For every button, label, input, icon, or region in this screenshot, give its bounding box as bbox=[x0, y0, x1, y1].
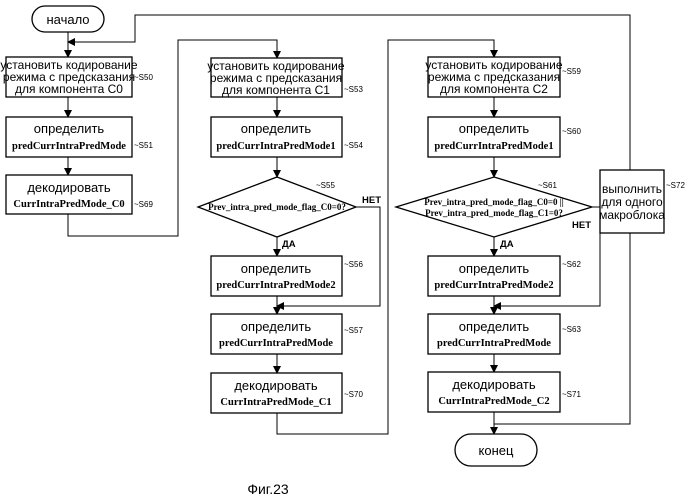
decision-s55-no: НЕТ bbox=[362, 195, 381, 206]
decision-s61-yes: ДА bbox=[500, 239, 514, 250]
start-label: начало bbox=[46, 12, 89, 27]
step-s57-line1: определить bbox=[241, 319, 312, 334]
end-label: конец bbox=[479, 443, 514, 458]
step-s72-id: ~S72 bbox=[666, 181, 685, 190]
step-s57-line2: predCurrIntraPredMode bbox=[219, 338, 333, 349]
step-s60-line1: определить bbox=[459, 121, 530, 136]
step-s69-line2: CurrIntraPredMode_C0 bbox=[13, 199, 124, 210]
step-s54-line1: определить bbox=[241, 121, 312, 136]
decision-s61-text-line2: Prev_intra_pred_mode_flag_C1=0? bbox=[425, 208, 563, 218]
step-s71: декодировать CurrIntraPredMode_C2 ~S71 bbox=[428, 372, 581, 412]
step-s70-line1: декодировать bbox=[234, 378, 318, 393]
step-s57-id: ~S57 bbox=[344, 326, 363, 335]
step-s53-line3: для компонента C1 bbox=[222, 83, 330, 97]
step-s71-line1: декодировать bbox=[452, 377, 536, 392]
step-s50-id: ~S50 bbox=[134, 73, 153, 82]
step-s50-line3: для компонента C0 bbox=[15, 82, 123, 96]
step-s69: декодировать CurrIntraPredMode_C0 ~S69 bbox=[6, 175, 153, 214]
decision-s55: Prev_intra_pred_mode_flag_C0=0? ~S55 НЕТ… bbox=[198, 177, 381, 250]
step-s60: определить predCurrIntraPredMode1 ~S60 bbox=[428, 117, 581, 157]
step-s60-line2: predCurrIntraPredMode1 bbox=[434, 141, 553, 152]
step-s71-line2: CurrIntraPredMode_C2 bbox=[438, 396, 549, 407]
step-s53-id: ~S53 bbox=[344, 85, 363, 94]
step-s54-line2: predCurrIntraPredMode1 bbox=[216, 141, 335, 152]
step-s59-line3: для компонента C2 bbox=[440, 82, 548, 96]
step-s63-id: ~S63 bbox=[562, 325, 581, 334]
decision-s61-no: НЕТ bbox=[572, 220, 591, 231]
end-terminal: конец bbox=[455, 434, 537, 466]
step-s62-line1: определить bbox=[459, 261, 530, 276]
step-s63: определить predCurrIntraPredMode ~S63 bbox=[428, 314, 581, 354]
step-s69-id: ~S69 bbox=[134, 200, 153, 209]
step-s57: определить predCurrIntraPredMode ~S57 bbox=[211, 314, 363, 354]
decision-s55-yes: ДА bbox=[282, 239, 296, 250]
step-s63-line1: определить bbox=[459, 319, 530, 334]
step-s62-line2: predCurrIntraPredMode2 bbox=[434, 280, 553, 291]
step-s54: определить predCurrIntraPredMode1 ~S54 bbox=[211, 117, 363, 157]
start-terminal: начало bbox=[32, 6, 104, 32]
step-s69-line1: декодировать bbox=[27, 180, 111, 195]
figure-caption: Фиг.23 bbox=[247, 481, 289, 497]
decision-s55-id: ~S55 bbox=[316, 181, 335, 190]
step-s72-line1: выполнить bbox=[602, 182, 662, 196]
step-s59-id: ~S59 bbox=[562, 67, 581, 76]
step-s70: декодировать CurrIntraPredMode_C1 ~S70 bbox=[211, 373, 363, 413]
step-s60-id: ~S60 bbox=[562, 127, 581, 136]
step-s51-line1: определить bbox=[34, 121, 105, 136]
step-s59: установить кодирование режима с предсказ… bbox=[425, 57, 581, 97]
step-s54-id: ~S54 bbox=[344, 141, 363, 150]
step-s50: установить кодирование режима с предсказ… bbox=[0, 57, 153, 97]
step-s53: установить кодирование режима с предсказ… bbox=[207, 58, 363, 97]
step-s51-line2: predCurrIntraPredMode bbox=[12, 141, 126, 152]
step-s70-line2: CurrIntraPredMode_C1 bbox=[220, 397, 331, 408]
step-s70-id: ~S70 bbox=[344, 390, 363, 399]
decision-s55-text: Prev_intra_pred_mode_flag_C0=0? bbox=[208, 202, 346, 212]
step-s62: определить predCurrIntraPredMode2 ~S62 bbox=[428, 256, 581, 296]
step-s51: определить predCurrIntraPredMode ~S51 bbox=[6, 117, 153, 157]
step-s56-line2: predCurrIntraPredMode2 bbox=[216, 280, 335, 291]
step-s56: определить predCurrIntraPredMode2 ~S56 bbox=[211, 256, 363, 296]
step-s51-id: ~S51 bbox=[134, 141, 153, 150]
step-s62-id: ~S62 bbox=[562, 260, 581, 269]
step-s56-line1: определить bbox=[241, 261, 312, 276]
step-s72: выполнить для одного макроблока ~S72 bbox=[599, 170, 685, 233]
step-s72-line2: для одного bbox=[601, 195, 663, 209]
step-s72-line3: макроблока bbox=[599, 208, 665, 222]
step-s71-id: ~S71 bbox=[562, 390, 581, 399]
decision-s61-id: ~S61 bbox=[538, 181, 557, 190]
decision-s61-text-line1: Prev_intra_pred_mode_flag_C0=0 || bbox=[424, 197, 564, 207]
step-s63-line2: predCurrIntraPredMode bbox=[437, 338, 551, 349]
step-s56-id: ~S56 bbox=[344, 260, 363, 269]
